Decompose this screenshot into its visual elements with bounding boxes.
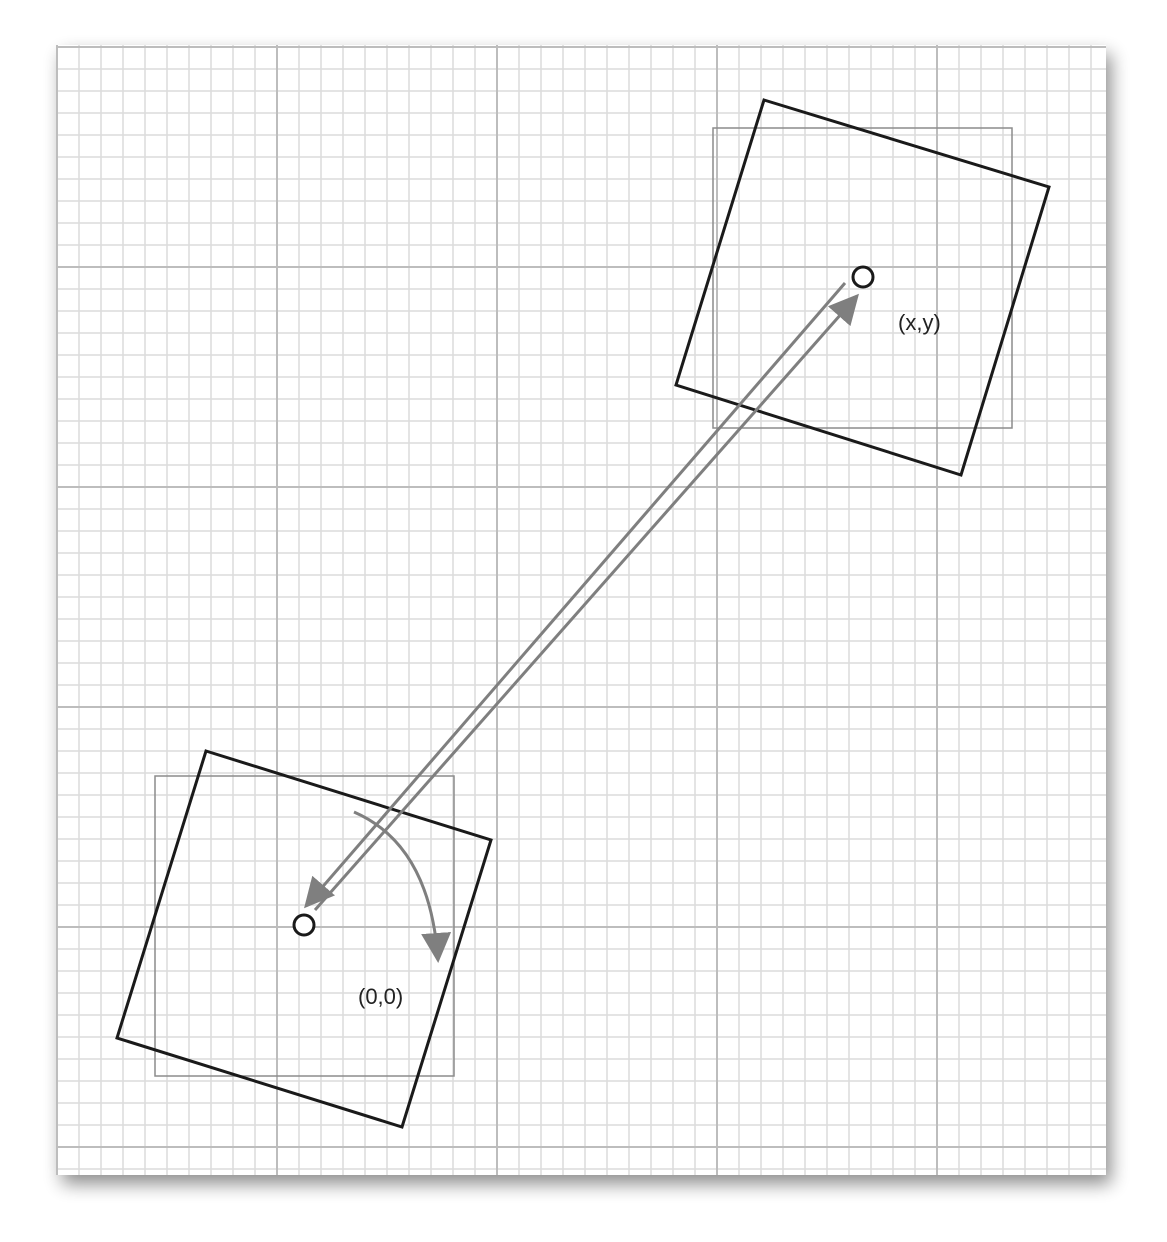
rotation-arc-arrow <box>353 810 452 963</box>
origin-point-icon <box>292 913 316 937</box>
translate-arrow-up <box>313 293 859 911</box>
target-label: (x,y) <box>898 310 941 335</box>
rotated-square-top <box>674 98 1051 477</box>
origin-label: (0,0) <box>358 984 403 1009</box>
grid-minor-lines <box>57 45 1106 1175</box>
translate-arrow-down <box>304 282 847 909</box>
rotated-square-bottom <box>115 749 493 1129</box>
original-square-bottom <box>154 775 455 1077</box>
grid-major-lines <box>56 45 1106 1175</box>
target-point-icon <box>851 265 875 289</box>
original-square-top <box>712 127 1013 429</box>
